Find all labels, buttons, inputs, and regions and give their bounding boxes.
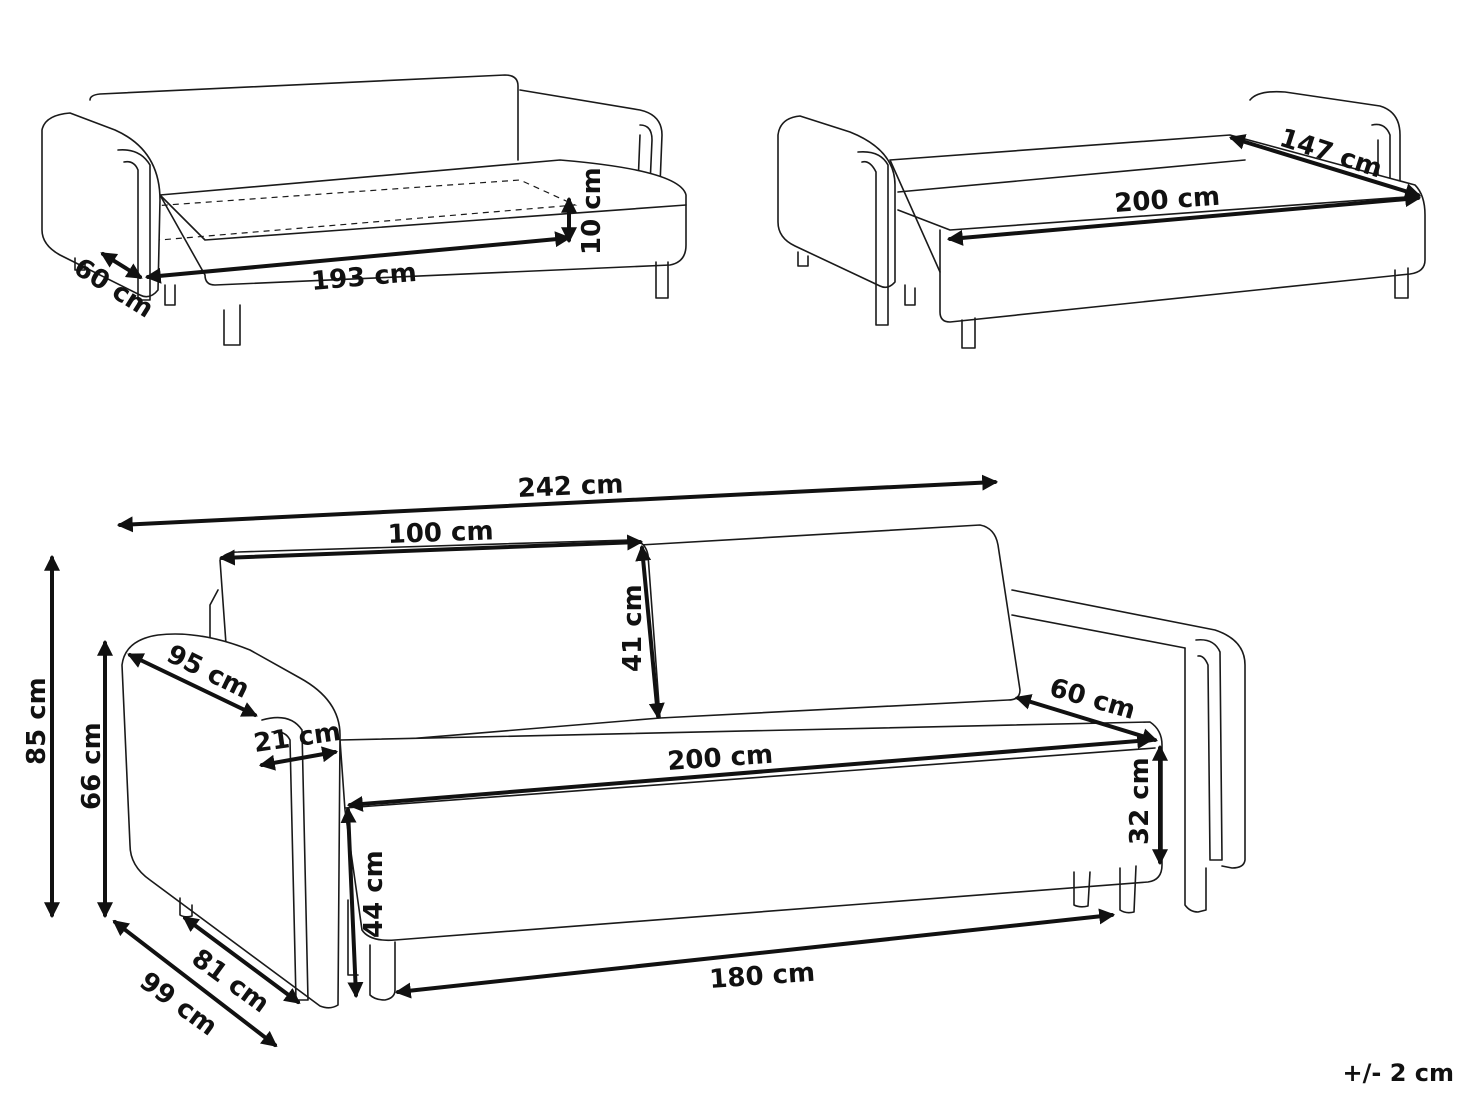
total-width-label: 242 cm xyxy=(517,469,624,504)
backrest-width-arrow xyxy=(218,534,644,566)
seat-height-arrow xyxy=(340,806,364,999)
total-depth-arrow xyxy=(112,920,278,1047)
bed-thickness-label: 10 cm xyxy=(577,167,607,255)
armrest-length-arrow xyxy=(127,653,258,717)
backrest-width-label: 100 cm xyxy=(387,516,494,550)
tolerance-note: +/- 2 cm xyxy=(1342,1059,1454,1087)
armrest-width-arrow xyxy=(258,746,339,771)
unfolded-length-arrow xyxy=(946,191,1422,246)
seat-thickness-label: 32 cm xyxy=(1125,757,1155,845)
unfolded-view-drawing xyxy=(777,90,1426,349)
bed-depth-arrow xyxy=(100,252,143,279)
total-height-label: 85 cm xyxy=(22,677,52,765)
seat-height-label: 44 cm xyxy=(359,850,389,938)
seat-depth-label: 60 cm xyxy=(1046,673,1139,726)
armrest-height-label: 66 cm xyxy=(77,722,107,810)
unfolded-length-label: 200 cm xyxy=(1113,182,1221,219)
backrest-height-arrow xyxy=(635,544,665,720)
base-width-label: 180 cm xyxy=(708,958,816,995)
seat-width-label: 200 cm xyxy=(666,740,774,777)
backrest-height-label: 41 cm xyxy=(618,584,648,672)
base-width-arrow xyxy=(394,908,1116,999)
unfolded-width-arrow xyxy=(1228,134,1422,199)
seat-depth-arrow xyxy=(1014,694,1159,744)
bed-length-arrow xyxy=(144,231,572,284)
seat-width-arrow xyxy=(346,733,1154,812)
total-width-arrow xyxy=(116,474,999,533)
